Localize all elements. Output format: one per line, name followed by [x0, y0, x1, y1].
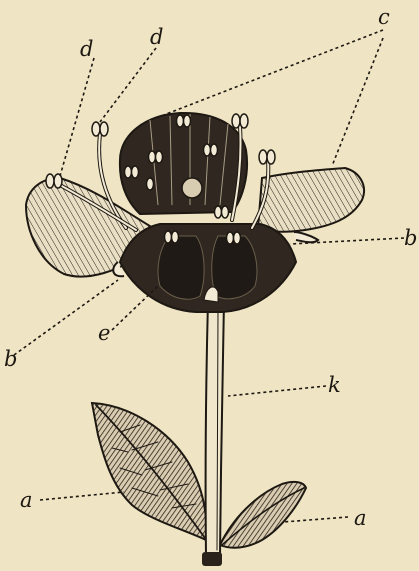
label-e: e	[98, 321, 110, 345]
flower-stalk	[202, 300, 224, 566]
label-b-left: b	[4, 347, 17, 371]
label-c: c	[378, 5, 390, 29]
label-k: k	[328, 373, 341, 397]
right-petal	[258, 168, 364, 232]
ovary-center	[182, 178, 202, 198]
label-a-right: a	[354, 506, 367, 530]
back-petal	[120, 113, 247, 214]
label-a-left: a	[20, 488, 33, 512]
label-d-left: d	[80, 37, 93, 61]
label-d-right: d	[150, 25, 163, 49]
right-leaf	[220, 482, 306, 548]
label-b-right: b	[404, 226, 417, 250]
left-leaf	[92, 403, 206, 540]
